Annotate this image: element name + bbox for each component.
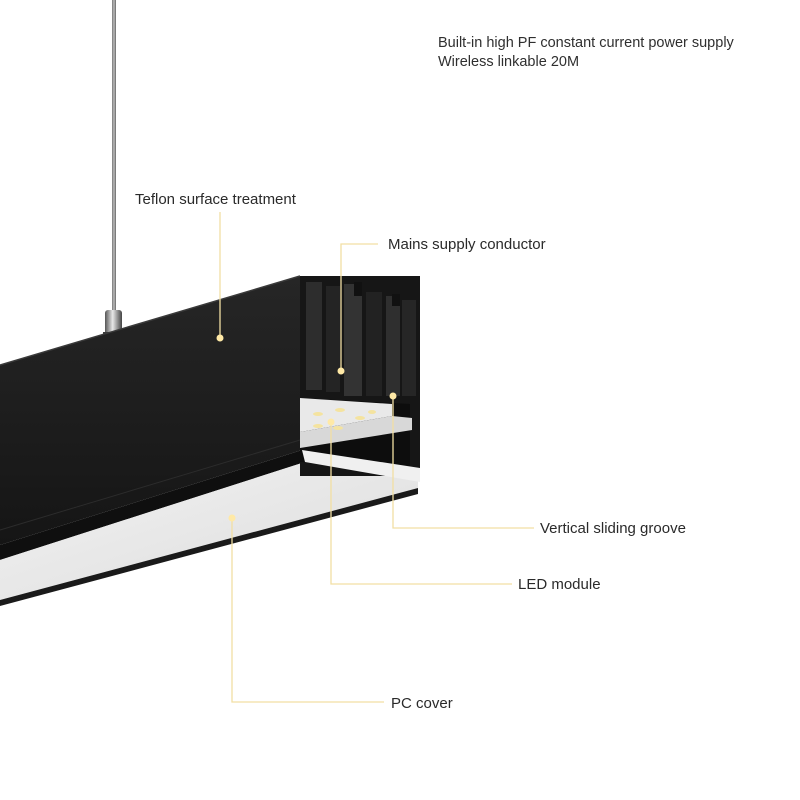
dot-teflon — [216, 334, 224, 342]
suspension-cable — [103, 0, 124, 337]
leader-groove — [392, 396, 534, 529]
luminaire-profile — [0, 275, 305, 560]
leader-led — [330, 422, 512, 585]
leader-pc-cover — [231, 518, 384, 703]
spec-wireless: Wireless linkable 20M — [438, 54, 580, 70]
leader-lines — [219, 212, 534, 703]
dot-pc-cover — [228, 514, 236, 522]
pc-diffuser — [0, 462, 418, 606]
callout-dots — [216, 334, 397, 522]
profile-cross-section — [300, 276, 420, 482]
leader-mains — [340, 243, 378, 371]
dot-mains — [337, 367, 345, 375]
callout-mains: Mains supply conductor — [388, 236, 546, 253]
spec-power-supply: Built-in high PF constant current power … — [438, 35, 734, 51]
callout-pc-cover: PC cover — [391, 695, 453, 712]
callout-teflon: Teflon surface treatment — [135, 191, 296, 208]
dot-groove — [389, 392, 397, 400]
callout-led: LED module — [518, 576, 601, 593]
dot-led — [327, 418, 335, 426]
callout-groove: Vertical sliding groove — [540, 520, 686, 537]
led-chips — [313, 408, 376, 430]
